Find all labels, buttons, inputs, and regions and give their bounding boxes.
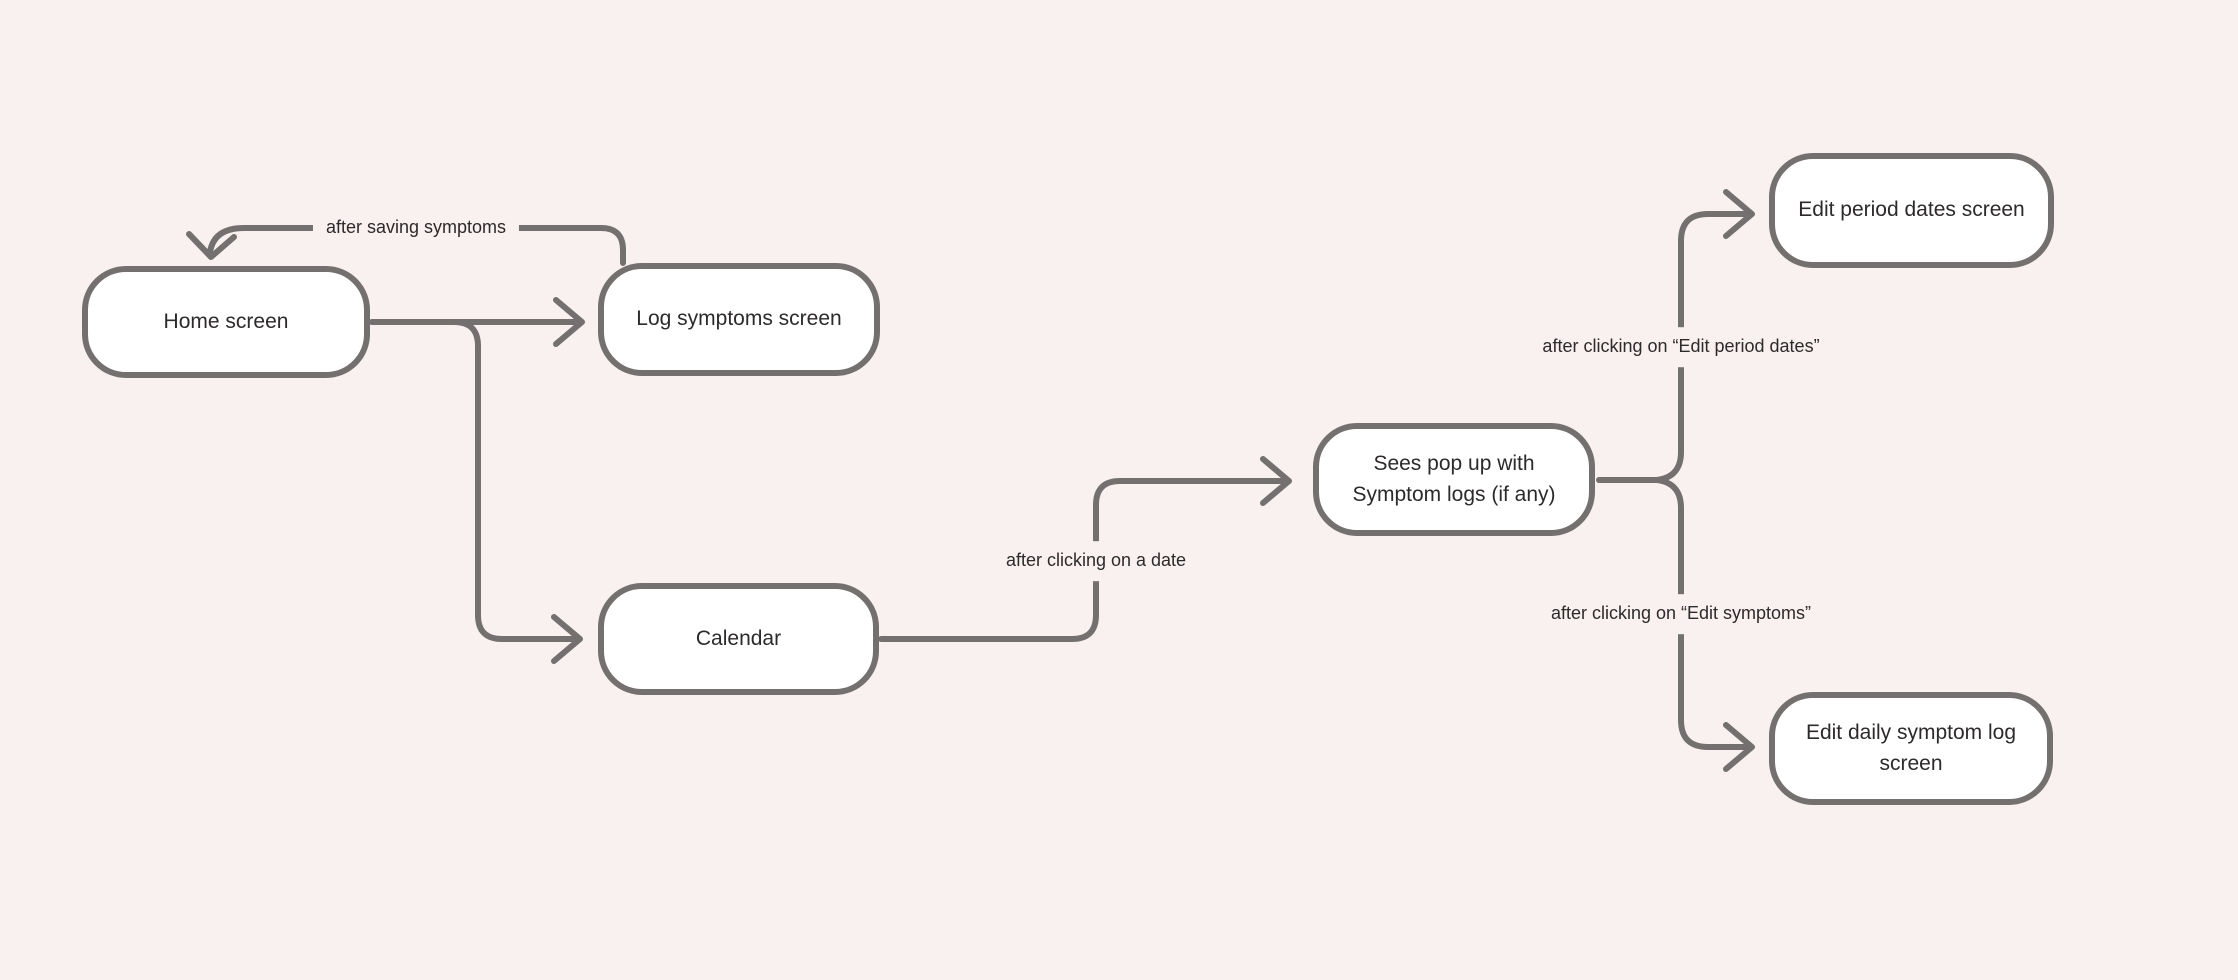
node-log-symptoms-screen[interactable]: Log symptoms screen [598, 263, 880, 376]
node-edit-period-dates-screen-label: Edit period dates screen [1798, 198, 2025, 222]
edge-popup-to-edit-daily-arrowhead [1723, 722, 1755, 772]
node-popup-symptom-logs-label: Sees pop up with Symptom logs (if any) [1352, 452, 1556, 506]
edge-label-after-clicking-edit-symptoms[interactable]: after clicking on “Edit symptoms” [1537, 594, 1825, 634]
edge-home-to-calendar[interactable] [369, 319, 579, 642]
node-calendar-label: Calendar [695, 626, 782, 650]
edge-label-after-clicking-date[interactable]: after clicking on a date [992, 541, 1200, 581]
node-edit-period-dates-screen[interactable]: Edit period dates screen [1769, 153, 2054, 268]
node-popup-symptom-logs[interactable]: Sees pop up with Symptom logs (if any) [1313, 423, 1595, 536]
node-log-symptoms-screen-label: Log symptoms screen [636, 307, 842, 331]
node-edit-daily-symptom-log-screen-label: Edit daily symptom log screen [1805, 721, 2017, 775]
edge-label-after-saving-symptoms[interactable]: after saving symptoms [312, 208, 520, 248]
edge-home-to-log-arrowhead [553, 297, 585, 347]
node-home-screen-label: Home screen [163, 309, 289, 333]
node-calendar[interactable]: Calendar [598, 583, 879, 695]
edge-calendar-to-popup-arrowhead [1260, 456, 1292, 506]
edge-popup-to-edit-daily[interactable] [1654, 477, 1751, 750]
edge-home-to-calendar-arrowhead [551, 614, 583, 664]
node-edit-daily-symptom-log-screen[interactable]: Edit daily symptom log screen [1769, 692, 2053, 805]
edge-log-to-home-arrowhead [186, 231, 237, 260]
edge-label-after-clicking-edit-period-dates[interactable]: after clicking on “Edit period dates” [1529, 327, 1833, 367]
edge-log-to-home[interactable] [207, 225, 626, 266]
node-home-screen[interactable]: Home screen [82, 266, 370, 378]
edge-popup-to-edit-period-arrowhead [1723, 189, 1755, 239]
edge-popup-to-edit-period[interactable] [1654, 211, 1751, 483]
